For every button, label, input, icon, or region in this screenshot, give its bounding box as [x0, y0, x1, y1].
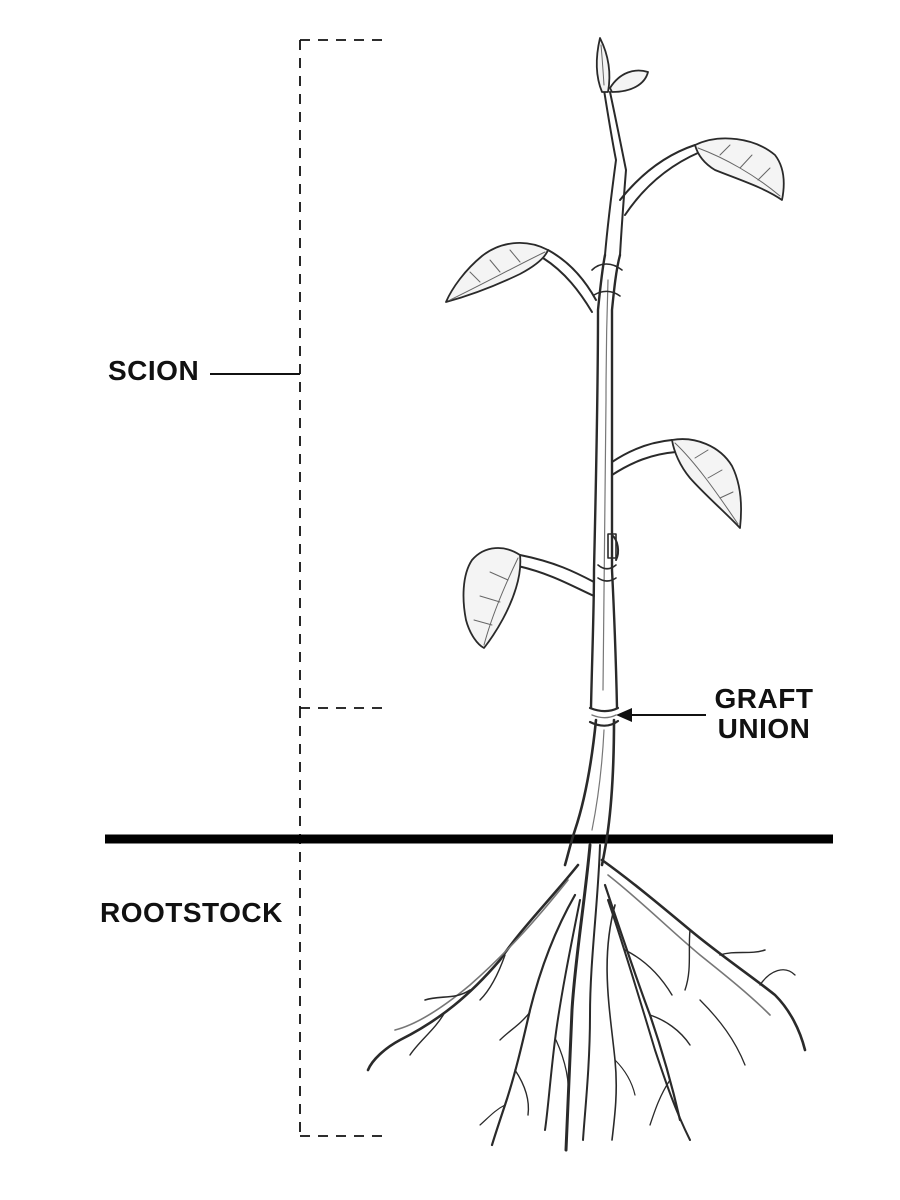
graft-union-label: GRAFT UNION [714, 683, 814, 745]
rootstock-bracket [299, 708, 384, 1137]
graft-union-label-line2: UNION [717, 713, 811, 745]
stem [563, 89, 627, 867]
graft-union-arrow [616, 708, 706, 722]
graft-union-label-line1: GRAFT [714, 683, 814, 714]
rootstock-label: ROOTSTOCK [100, 897, 283, 928]
scion-label: SCION [108, 355, 200, 386]
scion-bracket [299, 39, 384, 709]
roots [366, 843, 807, 1152]
leaves [445, 37, 785, 649]
petioles [517, 144, 701, 597]
